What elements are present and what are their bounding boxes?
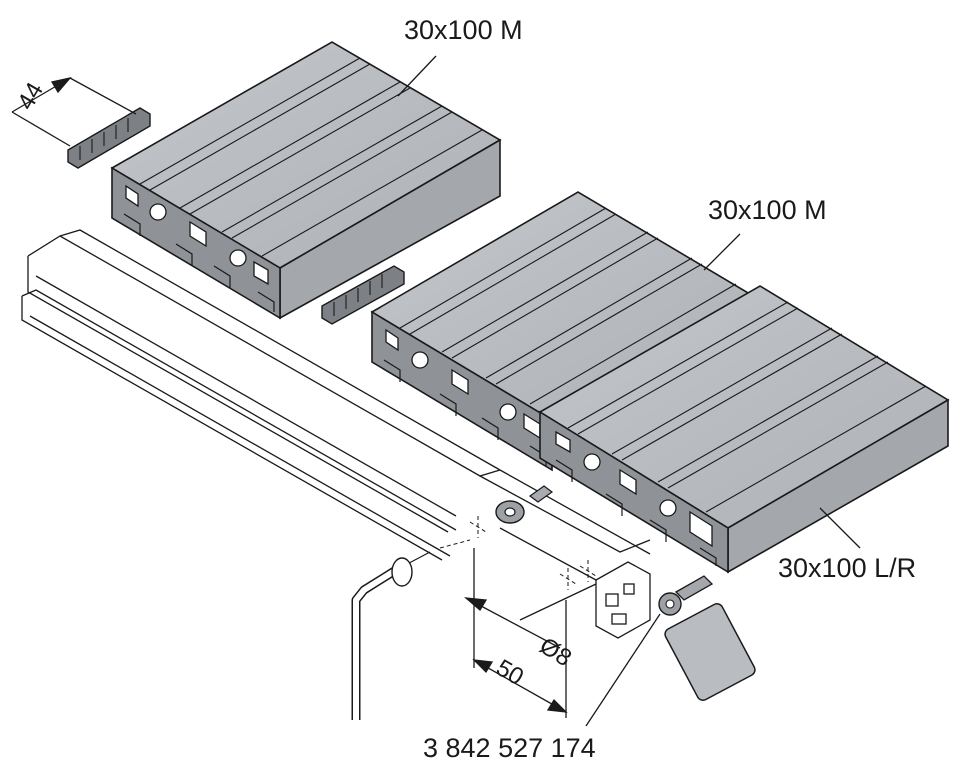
- dimension-50: [472, 548, 568, 718]
- leader-profile-top: [397, 55, 437, 97]
- label-profile-middle: 30x100 M: [708, 195, 827, 225]
- leader-profile-middle: [703, 233, 741, 271]
- washer-screw: [495, 500, 525, 524]
- connector-strip-lower: [321, 265, 405, 325]
- profile-30x100-m-upper: [110, 41, 502, 320]
- hex-key: [351, 551, 431, 720]
- profile-30x100-m-middle: [370, 191, 762, 472]
- profile-30x100-lr: [538, 285, 950, 574]
- button-head-screw: [658, 575, 714, 616]
- leader-profile-edge: [819, 507, 861, 549]
- dimension-hole: [464, 583, 597, 649]
- grub-screw: [528, 485, 554, 503]
- label-part-number: 3 842 527 174: [423, 733, 596, 763]
- end-cap: [664, 603, 756, 701]
- connector-strip-upper: [67, 107, 151, 169]
- label-profile-edge: 30x100 L/R: [778, 553, 917, 583]
- label-profile-top: 30x100 M: [404, 15, 523, 45]
- dimension-44: [11, 76, 137, 147]
- hole-center-markers: [439, 516, 597, 590]
- base-frame-profile: [21, 229, 651, 639]
- leader-lines: [397, 55, 861, 727]
- leader-part-number: [585, 613, 661, 727]
